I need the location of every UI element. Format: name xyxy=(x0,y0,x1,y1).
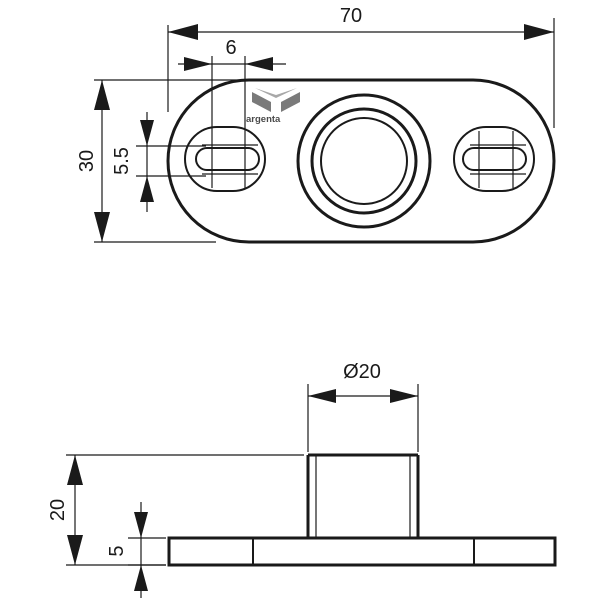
dim-plate-thickness: 5 xyxy=(106,502,166,598)
argenta-logo: argenta xyxy=(246,88,300,125)
plate-outline-top xyxy=(166,78,556,244)
dim-overall-length: 70 xyxy=(167,5,555,128)
dim-slot-height: 5.5 xyxy=(111,112,206,212)
dim-overall-height: 30 xyxy=(76,79,260,243)
side-view: Ø20 20 5 xyxy=(47,361,557,598)
dim-slot-width: 6 xyxy=(178,37,286,131)
brand-name: argenta xyxy=(246,114,281,125)
dim-overall-height-label: 30 xyxy=(76,150,98,172)
top-view: argenta 70 6 30 xyxy=(76,5,556,244)
boss-side xyxy=(306,453,420,538)
dim-slot-height-label: 5.5 xyxy=(111,147,133,175)
dim-slot-width-label: 6 xyxy=(225,37,236,59)
dim-overall-length-label: 70 xyxy=(340,5,362,27)
dim-boss-diameter: Ø20 xyxy=(307,361,419,452)
central-boss-top xyxy=(296,93,432,229)
dim-total-height-label: 20 xyxy=(47,499,69,521)
base-plate-side xyxy=(167,536,557,567)
dim-boss-diameter-label: Ø20 xyxy=(343,361,381,383)
right-slot xyxy=(453,126,535,192)
dim-total-height: 20 xyxy=(47,454,304,566)
left-slot xyxy=(184,126,266,192)
dim-plate-thickness-label: 5 xyxy=(106,545,128,556)
